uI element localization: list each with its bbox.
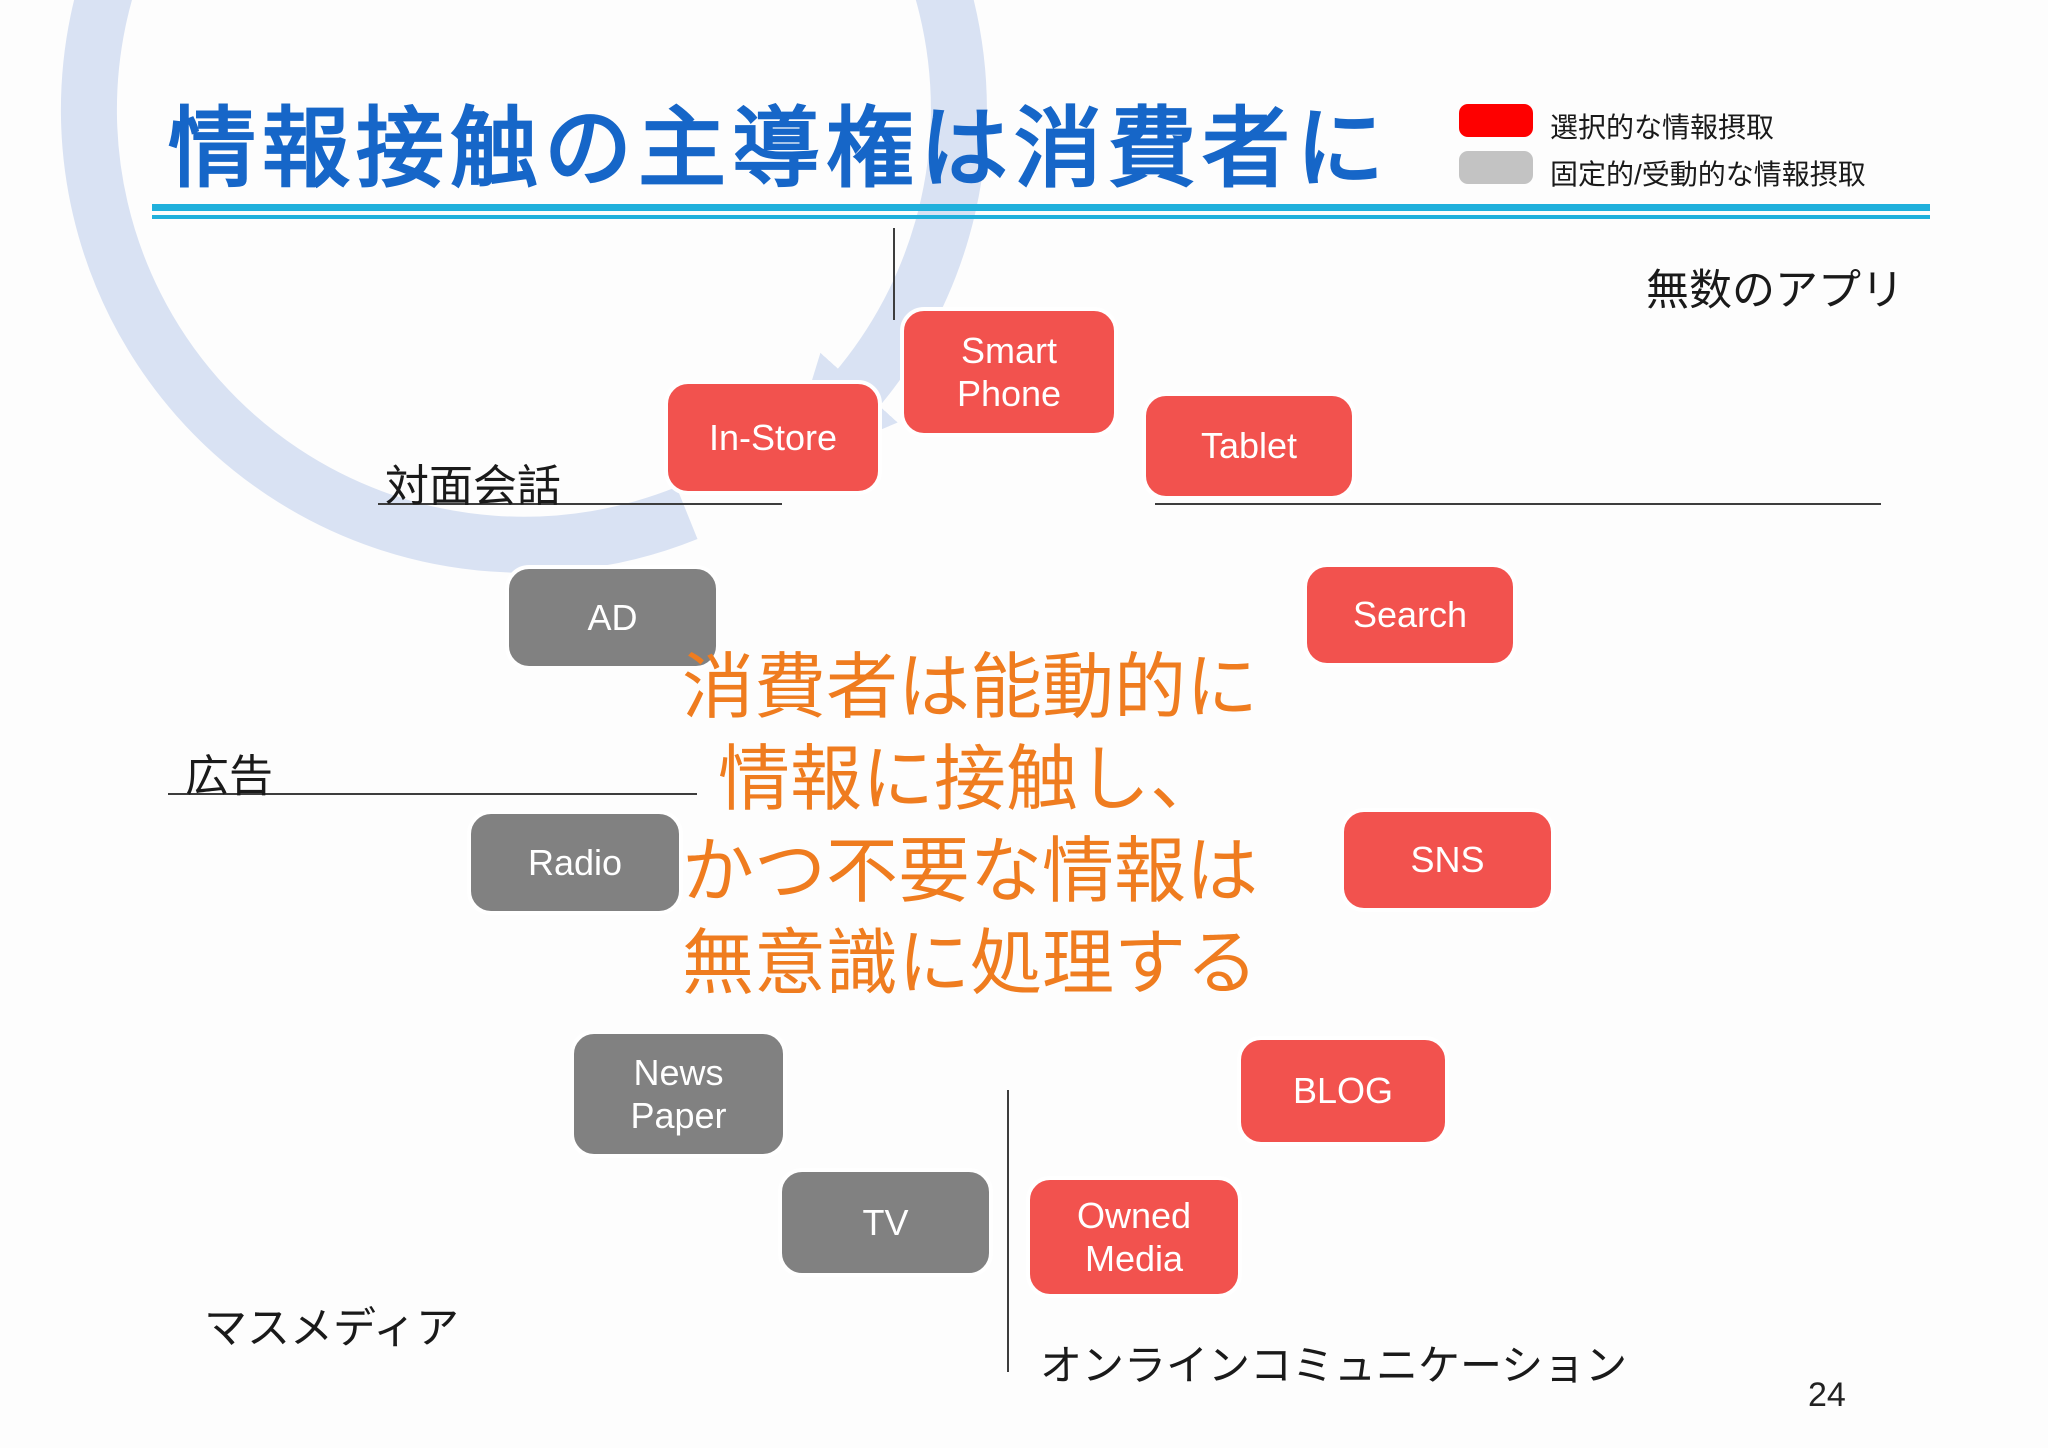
legend-swatch-passive — [1459, 151, 1533, 184]
cycle-node-owned-media: Owned Media — [1026, 1176, 1242, 1298]
divider-bottom-vertical — [1007, 1090, 1009, 1372]
annotation-mass-media: マスメディア — [204, 1305, 459, 1353]
annotation-online-communication: オンラインコミュニケーション — [1040, 1342, 1628, 1389]
annotation-advertising: 広告 — [185, 752, 273, 801]
annotation-face-to-face: 対面会話 — [385, 462, 561, 511]
cycle-node-search: Search — [1303, 563, 1517, 667]
legend-swatch-selective — [1459, 104, 1533, 137]
divider-apps-horizontal — [1155, 503, 1881, 505]
cycle-node-ad: AD — [505, 565, 720, 670]
cycle-node-in-store: In-Store — [664, 380, 882, 495]
cycle-node-news-paper: News Paper — [570, 1030, 787, 1158]
divider-top-vertical — [893, 228, 895, 320]
cycle-node-tv: TV — [778, 1168, 993, 1277]
cycle-node-radio: Radio — [467, 810, 683, 915]
cycle-node-blog: BLOG — [1237, 1036, 1449, 1146]
title-divider — [152, 204, 1930, 219]
page-number: 24 — [1808, 1376, 1846, 1414]
divider-advertising-horizontal — [168, 793, 697, 795]
page-title: 情報接触の主導権は消費者に — [168, 99, 1391, 198]
legend-label-selective: 選択的な情報摂取 — [1550, 112, 1775, 143]
legend-label-passive: 固定的/受動的な情報摂取 — [1550, 159, 1866, 190]
cycle-node-tablet: Tablet — [1142, 392, 1356, 500]
cycle-node-smart-phone: Smart Phone — [900, 307, 1118, 437]
annotation-countless-apps: 無数のアプリ — [1646, 267, 1904, 315]
divider-face-to-face-horizontal — [378, 503, 782, 505]
center-message: 消費者は能動的に 情報に接触し、 かつ不要な情報は 無意識に処理する — [681, 648, 1258, 1005]
cycle-node-sns: SNS — [1340, 808, 1555, 912]
